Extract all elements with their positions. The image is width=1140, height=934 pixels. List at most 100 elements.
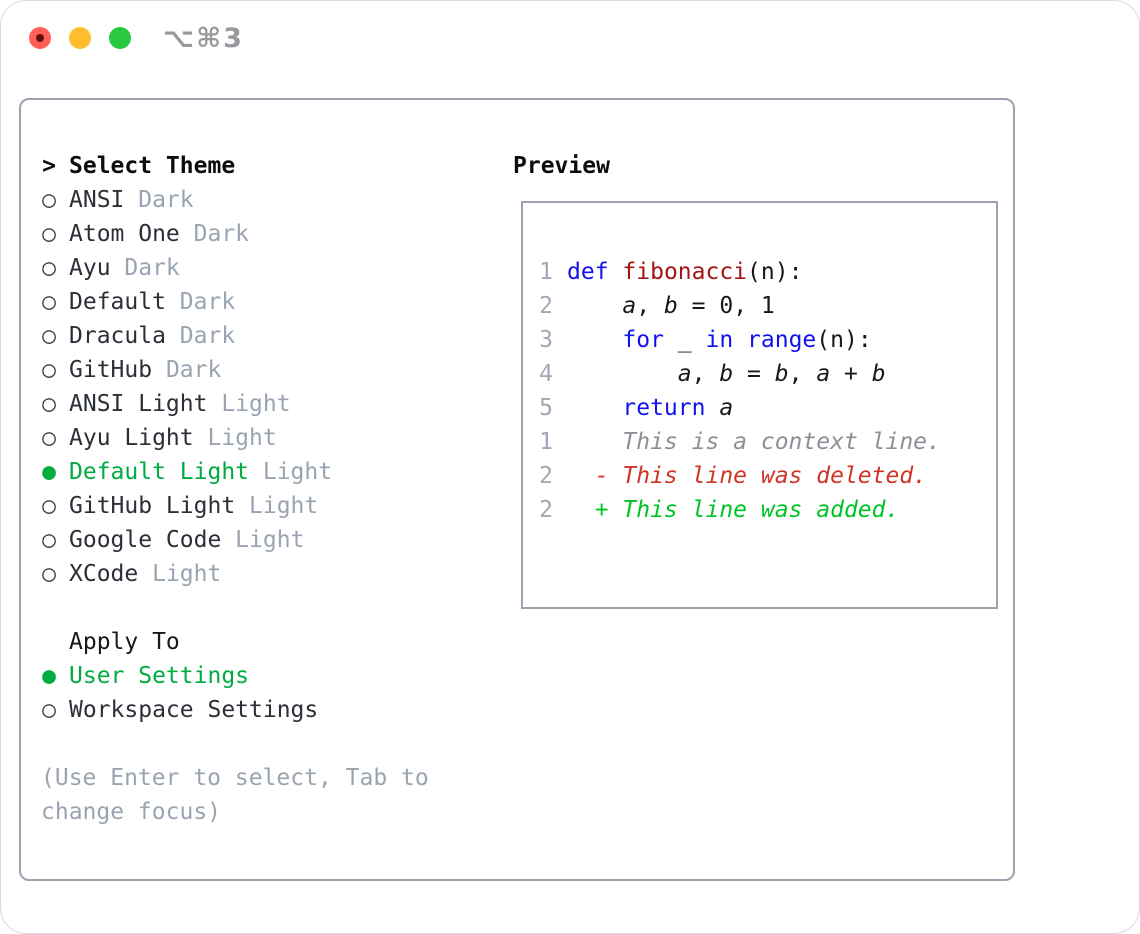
variant-tag: Dark (179, 221, 250, 247)
prompt-icon: > (42, 153, 56, 179)
radio-icon: ○ (42, 187, 56, 213)
theme-item-ansi[interactable]: ○ANSI Dark (41, 183, 513, 217)
selected-radio-icon: ● (42, 459, 56, 485)
code-token: This is a context line. (567, 429, 941, 455)
line-number: 5 (539, 395, 553, 421)
apply-to-list: ●User Settings ○ Workspace Settings (41, 659, 513, 727)
line-number: 1 (539, 429, 553, 455)
code-token: , (636, 293, 664, 319)
theme-list: ○ANSI Dark○Atom One Dark○Ayu Dark○Defaul… (41, 183, 513, 591)
code-token (705, 395, 719, 421)
option-label: Ayu (69, 255, 111, 281)
option-label: Ayu Light (69, 425, 194, 451)
code-token: + (830, 361, 872, 387)
line-number: 2 (539, 463, 553, 489)
line-number: 4 (539, 361, 553, 387)
radio-icon: ○ (42, 391, 56, 417)
apply-to-option-user-settings[interactable]: ●User Settings (41, 659, 513, 693)
code-token: , (691, 361, 720, 387)
option-label: Default Light (69, 459, 250, 485)
code-token: = (733, 361, 775, 387)
code-token: in (705, 327, 734, 353)
code-token: b (719, 361, 734, 387)
code-token: (n): (747, 259, 803, 285)
hint-text-line1: (Use Enter to select, Tab to (41, 765, 429, 791)
code-token: _ (663, 327, 706, 353)
option-label: ANSI (69, 187, 125, 213)
theme-item-github[interactable]: ○GitHub Dark (41, 353, 513, 387)
option-label: Google Code (69, 527, 222, 553)
option-label: XCode (69, 561, 139, 587)
radio-icon: ○ (42, 697, 56, 723)
code-token: a (622, 293, 637, 319)
code-token: return (622, 395, 706, 421)
theme-item-ayu-light[interactable]: ○ Ayu Light Light (41, 421, 513, 455)
radio-icon: ○ (42, 357, 56, 383)
code-token: range (747, 327, 817, 353)
radio-icon: ○ (42, 425, 56, 451)
option-label: ANSI Light (69, 391, 208, 417)
apply-to-header-row: Apply To (41, 625, 513, 659)
code-token: - This line was deleted. (567, 463, 928, 489)
code-token: a (677, 361, 692, 387)
code-content: - This line was deleted. (567, 459, 927, 493)
code-token: + This line was added. (567, 497, 900, 523)
code-line: 2 - This line was deleted. (539, 459, 980, 493)
code-token (567, 293, 622, 319)
theme-item-default[interactable]: ○Default Dark (41, 285, 513, 319)
zoom-button[interactable] (109, 27, 131, 49)
titlebar: ⌥⌘3 (1, 1, 1139, 75)
code-token: a (816, 361, 831, 387)
radio-icon: ○ (42, 561, 56, 587)
variant-tag: Dark (110, 255, 180, 281)
variant-tag: Light (235, 493, 319, 519)
theme-item-ansi-light[interactable]: ○ ANSI Light Light (41, 387, 513, 421)
line-number: 3 (539, 327, 553, 353)
code-token (567, 361, 678, 387)
theme-item-dracula[interactable]: ○Dracula Dark (41, 319, 513, 353)
code-token: , (788, 361, 817, 387)
code-token: = 0, 1 (677, 293, 775, 319)
code-token: b (663, 293, 678, 319)
variant-tag: Light (207, 391, 291, 417)
code-token (567, 327, 622, 353)
theme-item-ayu[interactable]: ○Ayu Dark (41, 251, 513, 285)
code-content: This is a context line. (567, 425, 941, 459)
code-content: return a (567, 391, 733, 425)
code-token (567, 395, 622, 421)
theme-item-github-light[interactable]: ○GitHub Light Light (41, 489, 513, 523)
variant-tag: Light (193, 425, 277, 451)
variant-tag: Dark (165, 323, 236, 349)
theme-list-title: Select Theme (69, 153, 236, 179)
theme-selector-column: > Select Theme ○ANSI Dark○Atom One Dark○… (41, 149, 513, 879)
theme-item-atom-one[interactable]: ○Atom One Dark (41, 217, 513, 251)
close-button[interactable] (29, 27, 51, 49)
option-label: Workspace Settings (69, 697, 319, 723)
apply-to-option-workspace-settings[interactable]: ○ Workspace Settings (41, 693, 513, 727)
code-content: a, b = b, a + b (567, 357, 886, 391)
theme-item-google-code[interactable]: ○Google Code Light (41, 523, 513, 557)
radio-icon: ○ (42, 527, 56, 553)
window-shortcut-label: ⌥⌘3 (163, 22, 244, 54)
line-number: 1 (539, 259, 553, 285)
spacer (41, 727, 513, 761)
apply-to-title: Apply To (69, 629, 180, 655)
traffic-lights (29, 27, 131, 49)
code-token: a (719, 395, 734, 421)
code-token (609, 259, 623, 285)
variant-tag: Light (249, 459, 333, 485)
selected-radio-icon: ● (42, 663, 56, 689)
theme-item-default-light[interactable]: ● Default Light Light (41, 455, 513, 489)
minimize-button[interactable] (69, 27, 91, 49)
line-number: 2 (539, 497, 553, 523)
option-label: GitHub Light (69, 493, 236, 519)
variant-tag: Dark (152, 357, 222, 383)
theme-item-xcode[interactable]: ○XCode Light (41, 557, 513, 591)
code-content: for _ in range(n): (567, 323, 871, 357)
apply-to-indent (41, 625, 57, 659)
variant-tag: Dark (165, 289, 236, 315)
